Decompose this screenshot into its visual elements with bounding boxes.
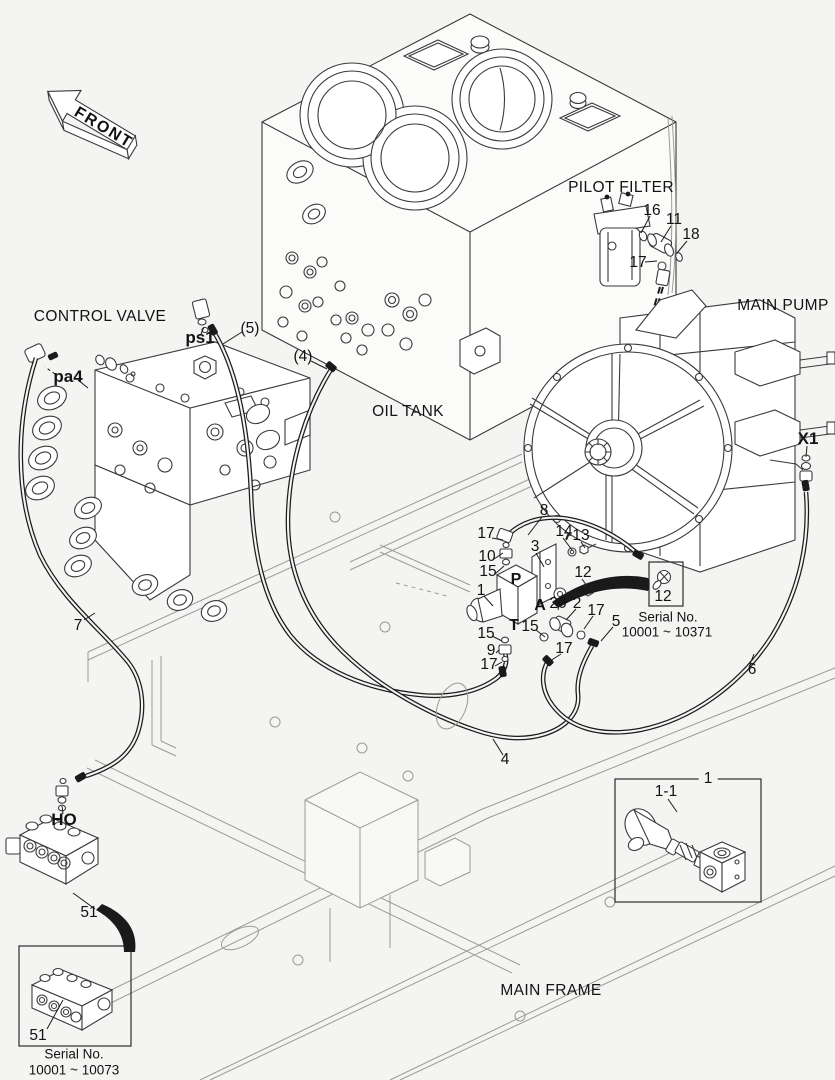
hoses-drawing — [18, 323, 810, 783]
port-label-p: P — [510, 571, 522, 588]
port-label-t: T — [509, 617, 519, 634]
inset-block-serial-range: 10001 ~ 10073 — [28, 1062, 120, 1078]
callout-5-hose: (5) — [240, 320, 260, 337]
inset-valve-block — [30, 967, 114, 1031]
main-frame-label: MAIN FRAME — [500, 982, 602, 999]
inset-valve-sub-number: 1-1 — [654, 783, 678, 800]
callout-13: 13 — [572, 527, 590, 544]
callout-17-top: 17 — [477, 525, 495, 542]
control-valve-label: CONTROL VALVE — [33, 308, 167, 325]
callout-5: 5 — [611, 613, 621, 630]
callout-2: 2 — [572, 595, 582, 612]
callout-10: 10 — [478, 548, 496, 565]
callout-17-mid: 17 — [555, 640, 573, 657]
callout-4-hose: (4) — [293, 348, 313, 365]
port-label-x1: X1 — [797, 429, 819, 448]
oil-tank-drawing — [261, 13, 677, 441]
inset-solenoid-valve — [624, 808, 747, 893]
callout-6: 6 — [747, 661, 757, 678]
inset-block-number: 51 — [29, 1027, 47, 1044]
callout-8: 8 — [539, 502, 549, 519]
callout-18: 18 — [682, 226, 700, 243]
callout-15-lower: 15 — [477, 625, 495, 642]
valve-51-drawing — [5, 777, 100, 885]
callout-3: 3 — [530, 538, 540, 555]
port-label-pa4: pa4 — [53, 367, 83, 386]
pilot-manifold-drawing — [466, 527, 597, 663]
port-label-ho: HO — [51, 810, 77, 829]
leader-lines — [44, 215, 808, 1030]
callout-17-bottom: 17 — [480, 656, 498, 673]
callout-12: 12 — [574, 564, 592, 581]
main-pump-drawing — [523, 289, 835, 573]
inset-bolt-number: 12 — [654, 588, 672, 605]
callout-17-right: 17 — [587, 602, 605, 619]
inset-block-serial-title: Serial No. — [44, 1046, 104, 1062]
inset-valve-number: 1 — [698, 770, 718, 788]
front-arrow: FRONT — [46, 89, 138, 161]
callout-9: 9 — [486, 642, 496, 659]
main-pump-label: MAIN PUMP — [737, 297, 829, 314]
oil-tank-label: OIL TANK — [372, 403, 444, 420]
callout-14: 14 — [555, 523, 573, 540]
callout-20: 20 — [549, 595, 567, 612]
callout-7: 7 — [73, 617, 83, 634]
callout-51: 51 — [80, 904, 98, 921]
inset-bolt-serial-title: Serial No. — [638, 609, 698, 625]
inset-boxes — [18, 561, 762, 1047]
callout-16: 16 — [643, 202, 661, 219]
port-label-a: A — [534, 597, 546, 614]
callout-4: 4 — [500, 751, 510, 768]
callout-1: 1 — [476, 582, 486, 599]
callout-15-t: 15 — [521, 618, 539, 635]
inset-bolt-serial-range: 10001 ~ 10371 — [621, 624, 713, 640]
pilot-filter-label: PILOT FILTER — [568, 179, 674, 196]
control-valve-drawing — [24, 298, 311, 622]
port-label-ps1: ps1 — [185, 328, 215, 347]
callout-11: 11 — [665, 211, 683, 228]
callout-15-upper: 15 — [479, 563, 497, 580]
callout-17-filter: 17 — [629, 254, 647, 271]
